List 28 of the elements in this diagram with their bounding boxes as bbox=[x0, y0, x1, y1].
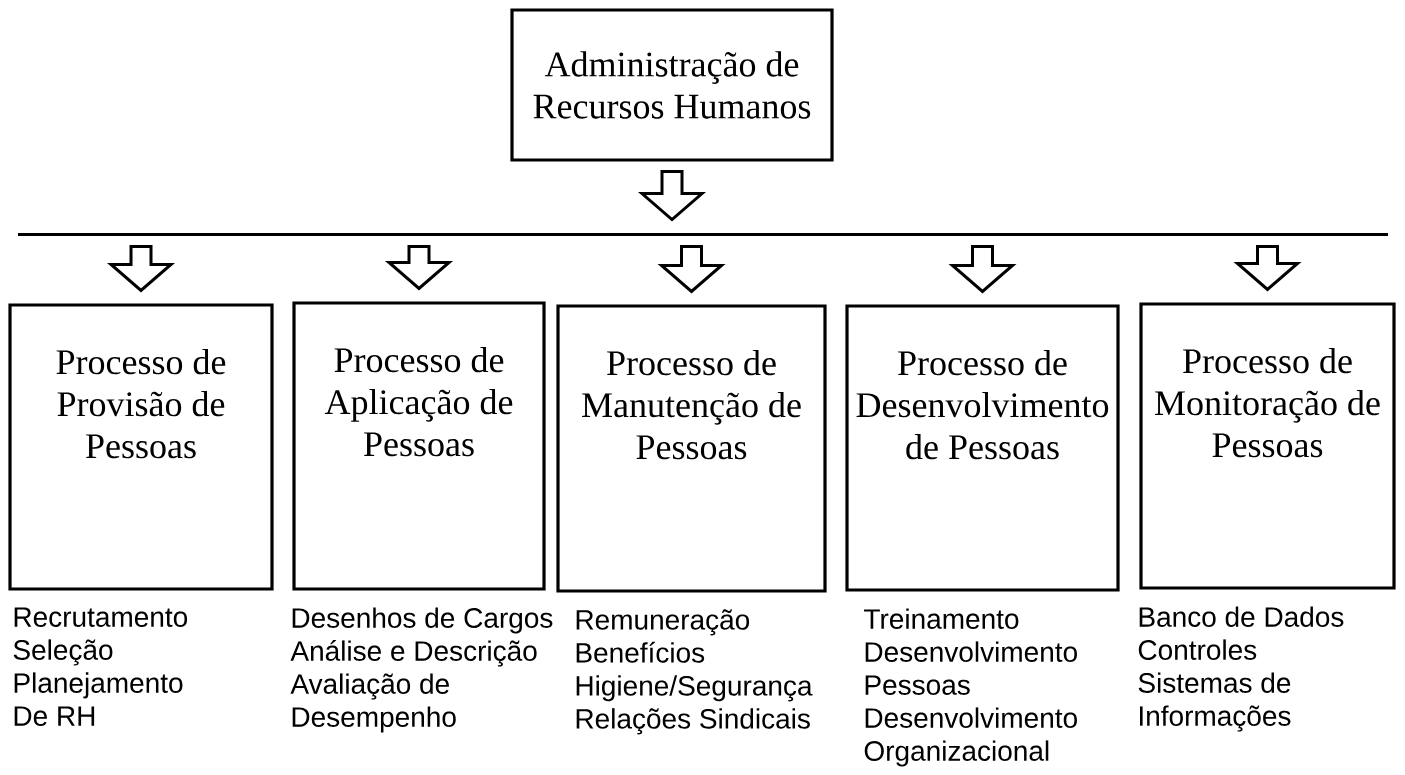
list-item: Desenvolvimento Organizacional bbox=[864, 707, 1077, 767]
list-item: Recrutamento bbox=[14, 607, 188, 627]
process-box: Processo de Provisão de Pessoas bbox=[8, 303, 274, 591]
block-arrow bbox=[657, 244, 726, 294]
block-arrow bbox=[106, 244, 176, 293]
block-arrow bbox=[385, 244, 454, 291]
list-item: Remuneração bbox=[576, 609, 750, 636]
block-arrow bbox=[1233, 244, 1302, 292]
block-arrow bbox=[948, 244, 1017, 294]
list-item: Avaliação de Desempenho bbox=[290, 673, 456, 733]
list-item: Relações Sindicais bbox=[576, 708, 810, 735]
process-box: Processo de Manutenção de Pessoas bbox=[556, 304, 827, 593]
process-box: Processo de Monitoração de Pessoas bbox=[1139, 302, 1396, 590]
list-item: Planejamento De RH bbox=[14, 672, 183, 726]
process-box: Administração de Recursos Humanos bbox=[510, 8, 834, 162]
list-item: Treinamento bbox=[864, 608, 1019, 629]
list-item: Benefícios bbox=[576, 641, 705, 663]
list-item: Desenvolvimento Pessoas bbox=[865, 641, 1077, 695]
list-item: Desenhos de Cargos bbox=[292, 607, 553, 634]
list-item: Banco de Dados bbox=[1139, 606, 1344, 627]
list-item: Controles bbox=[1138, 639, 1257, 660]
list-item: Análise e Descrição bbox=[290, 640, 537, 667]
block-arrow bbox=[637, 170, 707, 222]
process-box: Processo de Desenvolvimento de Pessoas bbox=[845, 304, 1120, 592]
list-item: Sistemas de Informações bbox=[1138, 672, 1291, 732]
list-item: Higiene/Segurança bbox=[576, 675, 813, 702]
list-item: Seleção bbox=[13, 639, 113, 666]
process-box: Processo de Aplicação de Pessoas bbox=[292, 301, 546, 591]
